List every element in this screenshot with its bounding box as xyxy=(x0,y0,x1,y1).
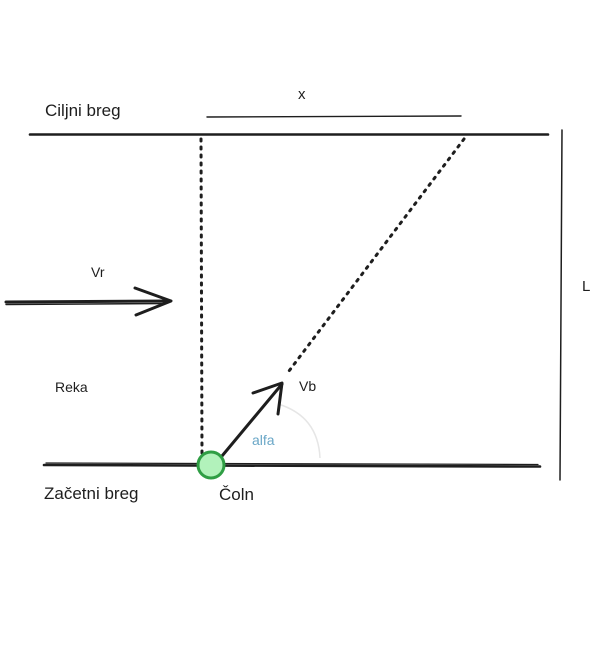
angle-arc xyxy=(277,403,321,459)
boat-circle xyxy=(196,450,226,480)
drift-dimension-line xyxy=(206,115,462,118)
direct-crossing-path xyxy=(199,137,204,457)
boat-label: Čoln xyxy=(219,485,254,504)
start-bank-label: Začetni breg xyxy=(44,484,139,503)
boat-velocity-label: Vb xyxy=(299,378,316,394)
river-velocity-label: Vr xyxy=(91,264,105,280)
start-bank-line xyxy=(42,463,542,468)
width-dimension-line xyxy=(559,129,563,481)
angle-label: alfa xyxy=(252,432,275,448)
river-velocity-arrow xyxy=(4,286,173,317)
target-bank-label: Ciljni breg xyxy=(45,101,121,120)
river-label: Reka xyxy=(55,379,88,395)
start-bank-line-sketch xyxy=(45,462,539,466)
width-label: L xyxy=(582,278,590,295)
actual-trajectory-path xyxy=(287,137,466,373)
drift-label: x xyxy=(298,86,306,103)
boat-velocity-arrow xyxy=(220,381,284,458)
